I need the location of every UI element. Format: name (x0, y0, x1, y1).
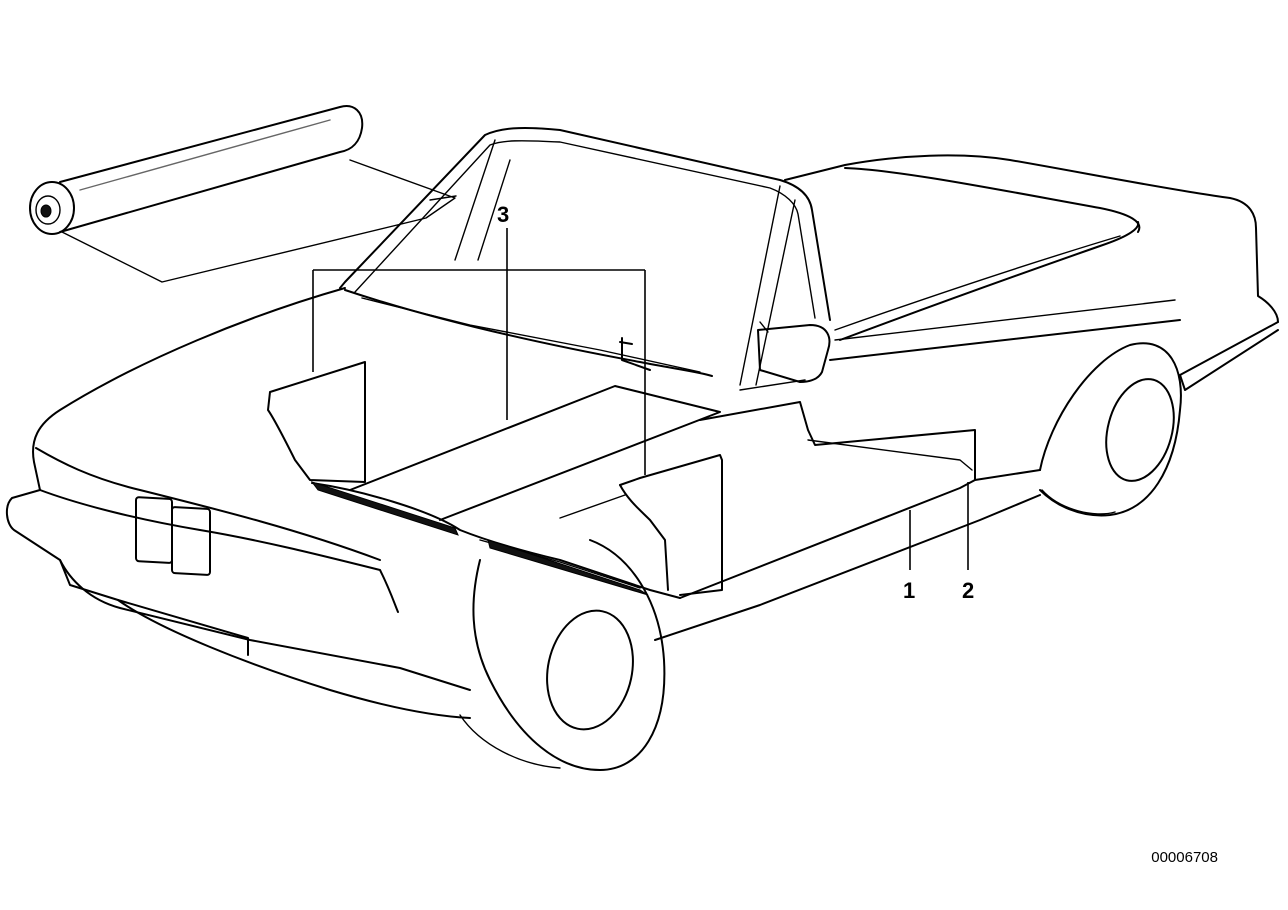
front-wheel (1039, 342, 1182, 517)
leader-lines (312, 228, 969, 570)
rear-wheel (459, 539, 666, 771)
callout-2: 2 (962, 578, 974, 603)
callout-3: 3 (497, 202, 509, 227)
car-body (6, 126, 1279, 719)
floor-carpet (267, 361, 976, 599)
callout-1: 1 (903, 578, 915, 603)
carpet-roll (29, 105, 457, 283)
document-number: 00006708 (1151, 849, 1218, 866)
